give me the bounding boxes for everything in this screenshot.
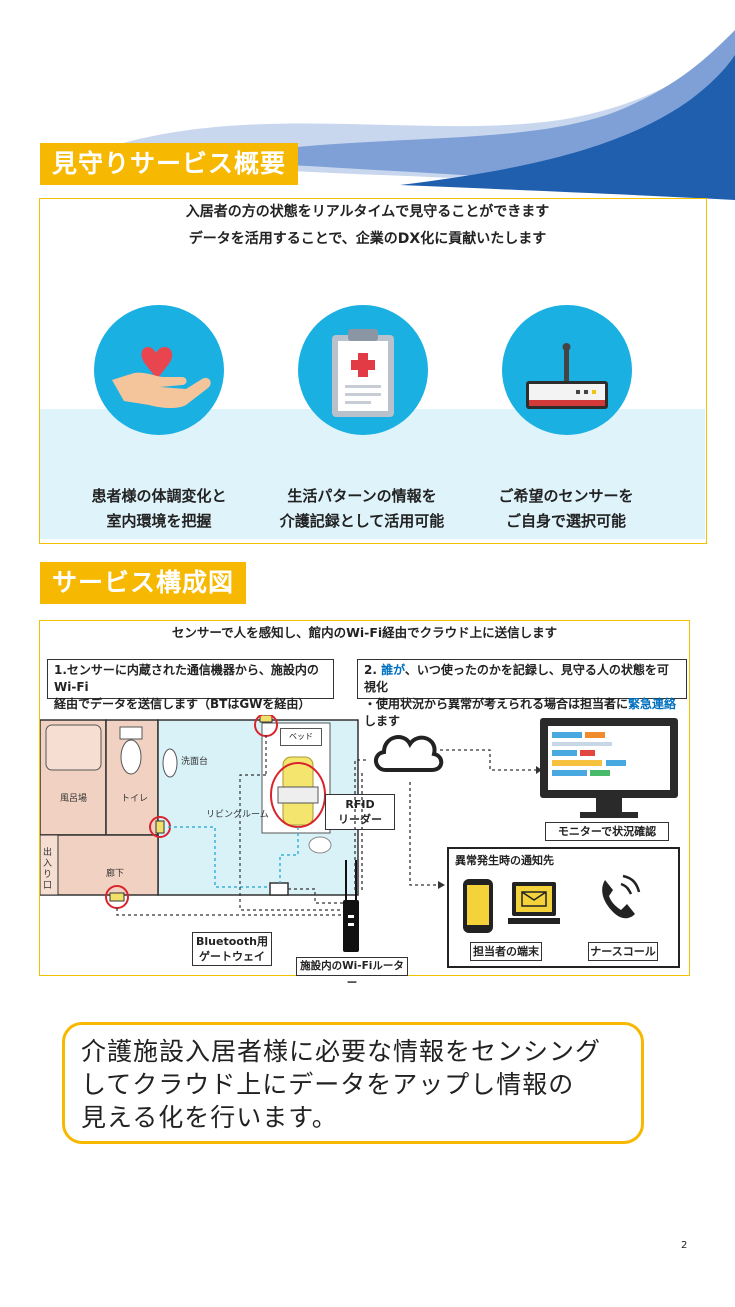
bathtub xyxy=(45,724,102,771)
note2-line1-post: 、いつ使ったのかを記録し、見守る人の状態を可視化 xyxy=(364,663,669,694)
toilet-bowl xyxy=(120,739,142,775)
note2-line1-em: 誰が xyxy=(381,663,405,677)
room-label-bath: 風呂場 xyxy=(60,794,88,804)
room-hall xyxy=(40,834,159,896)
room-label-hall: 廊下 xyxy=(106,869,125,879)
feature-caption-3: ご希望のセンサーを ご自身で選択可能 xyxy=(466,484,666,534)
monitor-icon xyxy=(540,718,678,818)
note2-line1-pre: 2. xyxy=(364,663,382,677)
note1-line1: 1.センサーに内蔵された通信機器から、施設内のWi-Fi xyxy=(54,663,319,694)
router-icon xyxy=(526,343,608,409)
room-label-toilet: トイレ xyxy=(121,794,149,804)
note2-line1: 2. 誰が、いつ使ったのかを記録し、見守る人の状態を可視化 xyxy=(364,662,680,696)
note2-line2: ・使用状況から異常が考えられる場合は担当者に緊急連絡します xyxy=(364,696,680,730)
gateway-label-line2: ゲートウェイ xyxy=(199,950,265,963)
feature-caption-1: 患者様の体調変化と 室内環境を把握 xyxy=(59,484,259,534)
cloud-icon xyxy=(374,735,444,772)
router-label: 施設内のWi-Fiルーター xyxy=(296,957,408,989)
sink xyxy=(162,748,178,778)
wifi-router-icon xyxy=(343,860,359,952)
note2-line2-pre: ・使用状況から異常が考えられる場合は担当者に xyxy=(364,697,629,711)
sensor-hall xyxy=(109,892,125,902)
feature-caption-2-line1: 生活パターンの情報を xyxy=(287,487,437,505)
sensor-door xyxy=(259,715,273,723)
nurse-call-label: ナースコール xyxy=(588,942,658,961)
entrance xyxy=(40,834,59,896)
feature-circle-3 xyxy=(502,305,632,435)
architecture-lead: センサーで人を感知し、館内のWi-Fi経由でクラウド上に送信します xyxy=(171,625,558,640)
summary-line-1: 介護施設入居者様に必要な情報をセンシング xyxy=(81,1037,602,1066)
feature-caption-1-line1: 患者様の体調変化と xyxy=(91,487,227,505)
feature-caption-2-line2: 介護記録として活用可能 xyxy=(279,512,445,530)
feature-caption-3-line2: ご自身で選択可能 xyxy=(505,512,626,530)
floor-plan-diagram xyxy=(40,715,359,916)
bt-gateway xyxy=(269,882,289,896)
summary-box: 介護施設入居者様に必要な情報をセンシング してクラウド上にデータをアップし情報の… xyxy=(62,1022,644,1144)
summary-line-2: してクラウド上にデータをアップし情報の xyxy=(81,1070,575,1099)
rfid-label-line1: RFID xyxy=(345,798,375,811)
rfid-label-line2: リーダー xyxy=(338,813,382,826)
network-lines xyxy=(354,749,542,890)
rfid-label: RFID リーダー xyxy=(325,794,395,830)
summary-line-3: 見える化を行います。 xyxy=(81,1103,338,1132)
gateway-label: Bluetooth用 ゲートウェイ xyxy=(192,932,272,966)
toilet-tank xyxy=(119,726,143,740)
page-number: 2 xyxy=(681,1240,688,1251)
monitor-label: モニターで状況確認 xyxy=(545,822,669,841)
note-sensor-transmit: 1.センサーに内蔵された通信機器から、施設内のWi-Fi 経由でデータを送信しま… xyxy=(47,659,334,711)
feature-circle-1 xyxy=(94,305,224,435)
gateway-label-line1: Bluetooth用 xyxy=(196,935,268,948)
section-title-overview: 見守りサービス概要 xyxy=(40,143,299,185)
room-label-entrance: 出入り口 xyxy=(43,848,53,891)
sensor-toilet xyxy=(155,820,165,834)
note-visualize: 2. 誰が、いつ使ったのかを記録し、見守る人の状態を可視化 ・使用状況から異常が… xyxy=(357,659,687,728)
smartphone-icon xyxy=(463,879,493,933)
laptop-mail-icon xyxy=(508,882,560,924)
room-label-sink: 洗面台 xyxy=(181,757,209,767)
overview-lead-2: データを活用することで、企業のDX化に貢献いたします xyxy=(188,231,547,247)
bed-label: ベッド xyxy=(280,728,322,746)
feature-caption-2: 生活パターンの情報を 介護記録として活用可能 xyxy=(262,484,462,534)
note2-line2-em: 緊急連絡 xyxy=(628,697,677,711)
note1-line2: 経由でデータを送信します（BTはGWを経由） xyxy=(54,697,311,711)
section-title-architecture: サービス構成図 xyxy=(40,562,247,604)
feature-circle-2 xyxy=(298,305,428,435)
clipboard-icon xyxy=(332,329,394,417)
overview-lead-1: 入居者の方の状態をリアルタイムで見守ることができます xyxy=(185,204,550,220)
hand-heart-icon xyxy=(112,346,211,408)
feature-caption-3-line1: ご希望のセンサーを xyxy=(498,487,634,505)
staff-device-label: 担当者の端末 xyxy=(470,942,542,961)
room-label-living: リビングルーム xyxy=(206,810,269,820)
rfid-reader xyxy=(308,836,332,854)
alert-title: 異常発生時の通知先 xyxy=(455,854,554,867)
feature-caption-1-line2: 室内環境を把握 xyxy=(106,512,212,530)
note2-line2-post: します xyxy=(364,714,401,728)
rfid-tag xyxy=(277,786,319,804)
phone-call-icon xyxy=(602,874,641,919)
